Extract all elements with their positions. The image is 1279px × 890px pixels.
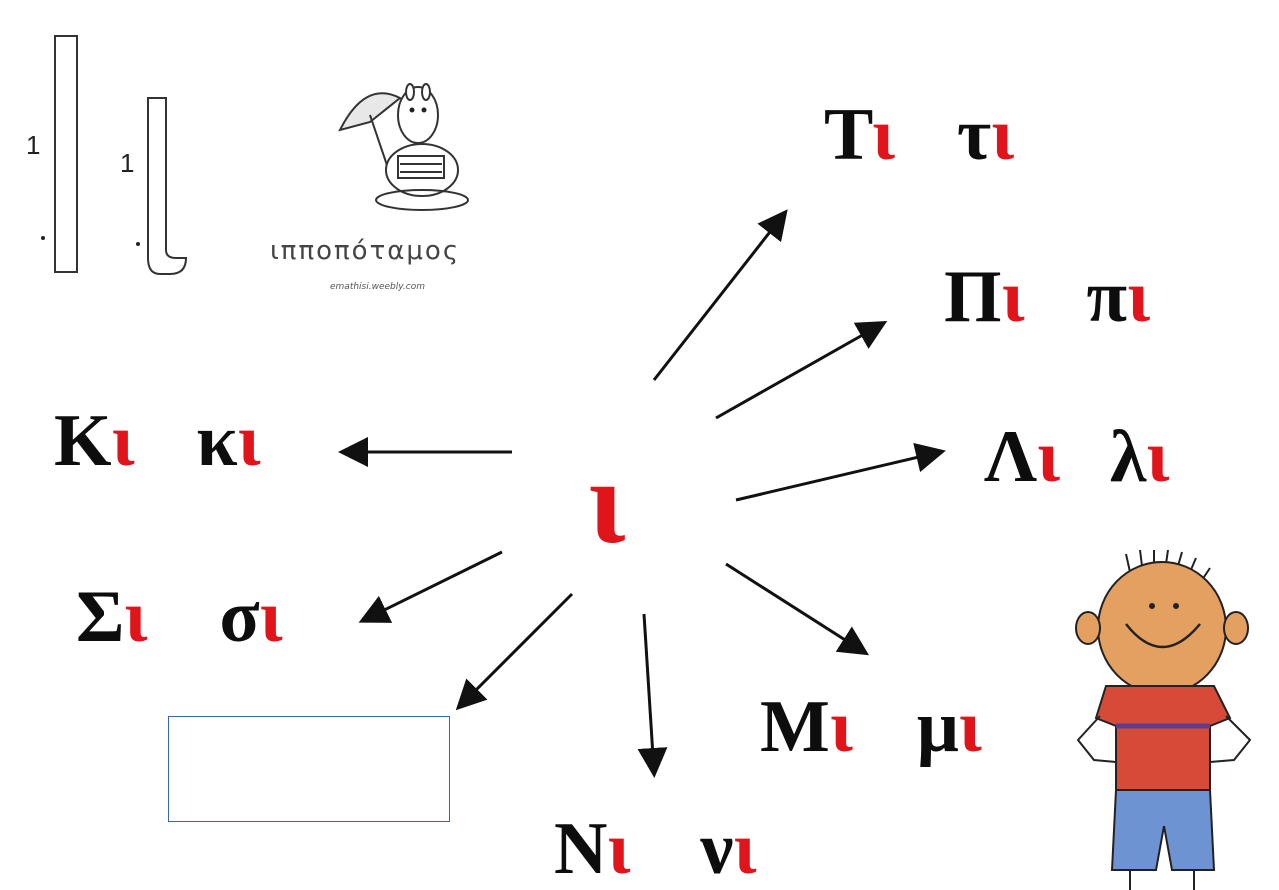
umbrella-icon [338, 92, 402, 132]
cons-upper: Ν [554, 808, 608, 890]
arrow-empty [455, 592, 574, 711]
arrow-ni [637, 613, 668, 778]
stroke-number-lower: 1 [120, 148, 135, 178]
vowel: ι [1127, 256, 1151, 338]
hippo-caption: ιπποπόταμος [270, 236, 461, 266]
cons-upper: Κ [54, 400, 112, 482]
vowel: ι [1037, 416, 1060, 498]
uppercase-iota-outline [54, 35, 78, 273]
start-dot-upper [41, 236, 45, 240]
cons-lower: τ [956, 94, 992, 176]
center-letter: ι [588, 435, 626, 568]
stroke-guide [41, 35, 188, 275]
vowel: ι [237, 400, 261, 482]
vowel: ι [124, 576, 148, 658]
arrow-mi [725, 562, 870, 656]
vowel: ι [259, 576, 283, 658]
hippo-illustration [338, 83, 469, 211]
cons-lower: π [1086, 256, 1128, 338]
vowel: ι [958, 686, 982, 768]
arrow-ti [652, 209, 788, 381]
vowel: ι [1146, 416, 1170, 498]
lowercase-iota-outline [147, 97, 188, 275]
boy-illustration [1075, 550, 1252, 890]
stroke-number-upper: 1 [26, 130, 41, 160]
vowel: ι [991, 94, 1015, 176]
arrow-li [735, 442, 946, 502]
vowel: ι [607, 808, 631, 890]
cons-lower: κ [196, 400, 238, 482]
cons-lower: μ [916, 686, 959, 768]
cons-upper: Π [944, 256, 1002, 338]
vowel: ι [872, 94, 895, 176]
cons-lower: ν [700, 808, 734, 890]
arrow-si [358, 550, 503, 623]
vowel: ι [1001, 256, 1025, 338]
cons-lower: σ [219, 576, 260, 658]
arrow-pi [715, 321, 888, 420]
hippo-url: emathisi.weebly.com [330, 282, 425, 292]
vowel: ι [829, 686, 853, 768]
cons-lower: λ [1110, 416, 1147, 498]
cons-upper: Μ [760, 686, 830, 768]
cons-upper: Τ [824, 94, 873, 176]
vowel: ι [111, 400, 135, 482]
start-dot-lower [136, 242, 140, 246]
cons-upper: Λ [984, 416, 1038, 498]
cons-upper: Σ [76, 576, 125, 658]
vowel: ι [733, 808, 757, 890]
answer-box[interactable] [168, 716, 450, 822]
